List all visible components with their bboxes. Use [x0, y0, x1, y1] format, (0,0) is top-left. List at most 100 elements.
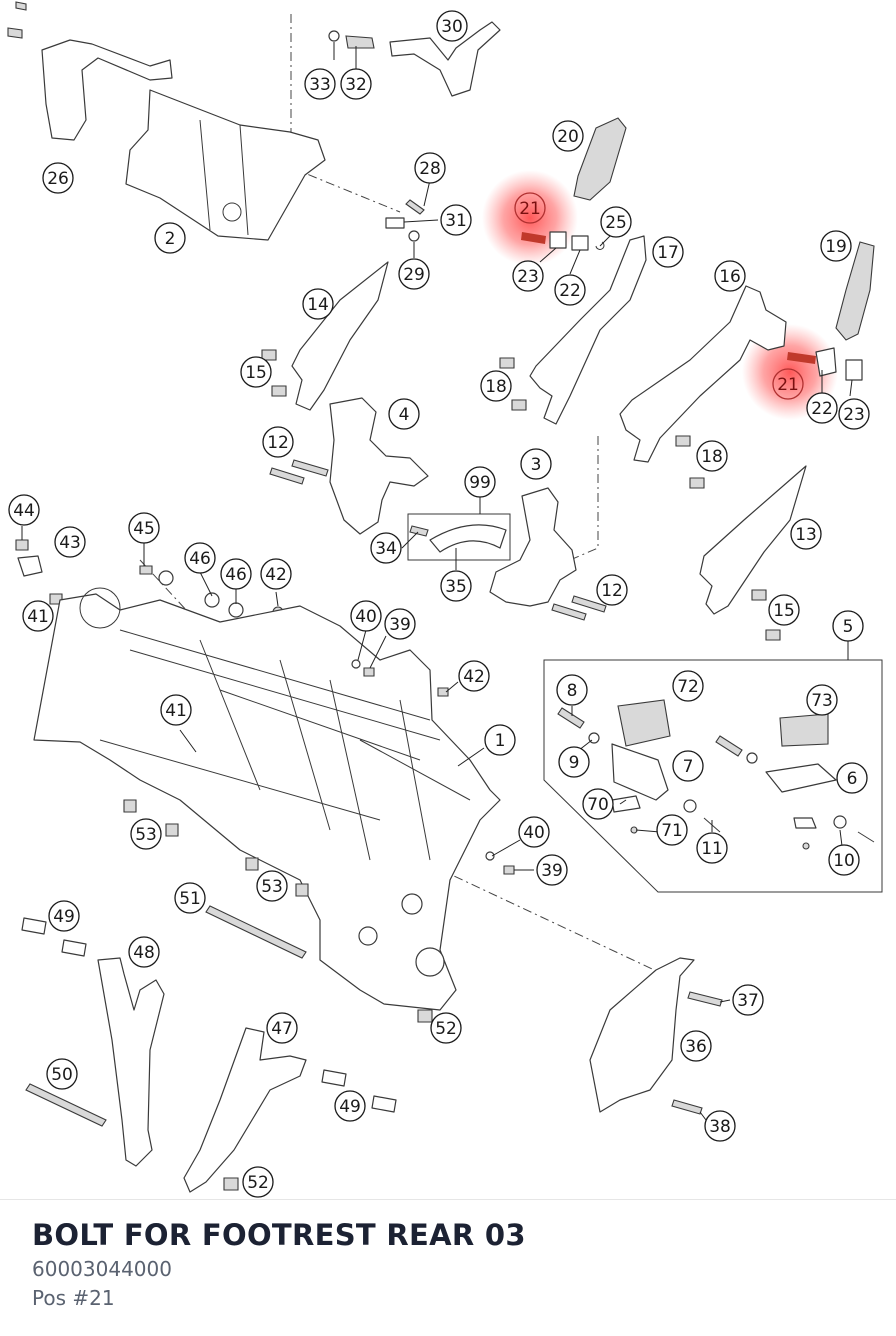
leader-line [635, 829, 661, 833]
callout-33[interactable]: 33 [304, 68, 336, 100]
callout-22[interactable]: 22 [554, 274, 586, 306]
callout-72[interactable]: 72 [672, 670, 704, 702]
callout-23[interactable]: 23 [512, 260, 544, 292]
svg-text:39: 39 [389, 615, 411, 635]
callout-34[interactable]: 34 [370, 532, 402, 564]
callout-32[interactable]: 32 [340, 68, 372, 100]
part-36-cover [589, 957, 695, 1113]
svg-text:40: 40 [355, 607, 377, 627]
part-15-screw [261, 349, 277, 361]
callout-39[interactable]: 39 [536, 854, 568, 886]
callout-3[interactable]: 3 [520, 448, 552, 480]
callout-16[interactable]: 16 [714, 260, 746, 292]
frame-pivot [401, 893, 423, 915]
callout-15[interactable]: 15 [768, 594, 800, 626]
svg-text:18: 18 [701, 447, 723, 467]
callout-8[interactable]: 8 [556, 674, 588, 706]
part-28-screw [405, 199, 425, 215]
callout-49[interactable]: 49 [48, 900, 80, 932]
part-cotter [857, 831, 875, 843]
svg-text:49: 49 [339, 1097, 361, 1117]
svg-text:32: 32 [345, 75, 367, 95]
callout-20[interactable]: 20 [552, 120, 584, 152]
callout-21-highlighted[interactable]: 21 [772, 368, 804, 400]
callout-11[interactable]: 11 [696, 832, 728, 864]
part-52-nut [223, 1177, 239, 1191]
svg-text:23: 23 [517, 267, 539, 287]
callout-37[interactable]: 37 [732, 984, 764, 1016]
callout-31[interactable]: 31 [440, 204, 472, 236]
callout-23[interactable]: 23 [838, 398, 870, 430]
callout-44[interactable]: 44 [8, 494, 40, 526]
callout-29[interactable]: 29 [398, 258, 430, 290]
callout-15[interactable]: 15 [240, 356, 272, 388]
callout-39[interactable]: 39 [384, 608, 416, 640]
callout-5[interactable]: 5 [832, 610, 864, 642]
callout-7[interactable]: 7 [672, 750, 704, 782]
callout-19[interactable]: 19 [820, 230, 852, 262]
callout-47[interactable]: 47 [266, 1012, 298, 1044]
callout-35[interactable]: 35 [440, 570, 472, 602]
callout-48[interactable]: 48 [128, 936, 160, 968]
callout-12[interactable]: 12 [262, 426, 294, 458]
callout-46[interactable]: 46 [184, 542, 216, 574]
callout-42[interactable]: 42 [260, 558, 292, 590]
callout-38[interactable]: 38 [704, 1110, 736, 1142]
callout-25[interactable]: 25 [600, 206, 632, 238]
callout-53[interactable]: 53 [130, 818, 162, 850]
callout-73[interactable]: 73 [806, 684, 838, 716]
part-39-nut [503, 865, 515, 875]
callout-6[interactable]: 6 [836, 762, 868, 794]
callout-53[interactable]: 53 [256, 870, 288, 902]
callout-52[interactable]: 52 [430, 1012, 462, 1044]
leader-line [423, 179, 431, 207]
callout-43[interactable]: 43 [54, 526, 86, 558]
leader-line [539, 247, 557, 263]
callout-28[interactable]: 28 [414, 152, 446, 184]
callout-40[interactable]: 40 [518, 816, 550, 848]
callout-13[interactable]: 13 [790, 518, 822, 550]
callout-18[interactable]: 18 [480, 370, 512, 402]
callout-49[interactable]: 49 [334, 1090, 366, 1122]
callout-70[interactable]: 70 [582, 788, 614, 820]
leader-line [699, 1111, 707, 1121]
callout-4[interactable]: 4 [388, 398, 420, 430]
callout-71[interactable]: 71 [656, 814, 688, 846]
callout-41[interactable]: 41 [22, 600, 54, 632]
callout-12[interactable]: 12 [596, 574, 628, 606]
callout-50[interactable]: 50 [46, 1058, 78, 1090]
callout-1[interactable]: 1 [484, 724, 516, 756]
callout-2[interactable]: 2 [154, 222, 186, 254]
callout-41[interactable]: 41 [160, 694, 192, 726]
svg-text:8: 8 [567, 681, 578, 701]
part-13-heel-guard [699, 465, 807, 615]
callout-10[interactable]: 10 [828, 844, 860, 876]
part-plate [793, 817, 817, 829]
callout-30[interactable]: 30 [436, 10, 468, 42]
svg-text:9: 9 [569, 753, 580, 773]
callout-40[interactable]: 40 [350, 600, 382, 632]
part-34-bolt [409, 525, 429, 537]
callout-14[interactable]: 14 [302, 288, 334, 320]
callout-46[interactable]: 46 [220, 558, 252, 590]
callout-22[interactable]: 22 [806, 392, 838, 424]
callout-51[interactable]: 51 [174, 882, 206, 914]
part-39-nut [363, 667, 375, 677]
callout-52[interactable]: 52 [242, 1166, 274, 1198]
part-12-bolt [269, 467, 305, 485]
part-info-panel: BOLT FOR FOOTREST REAR 03 60003044000 Po… [0, 1199, 896, 1336]
callout-26[interactable]: 26 [42, 162, 74, 194]
callout-17[interactable]: 17 [652, 236, 684, 268]
callout-99[interactable]: 99 [464, 466, 496, 498]
part-washer [683, 799, 697, 813]
part-position: Pos #21 [32, 1286, 115, 1310]
svg-text:46: 46 [189, 549, 211, 569]
svg-text:16: 16 [719, 267, 741, 287]
callout-45[interactable]: 45 [128, 512, 160, 544]
callout-18[interactable]: 18 [696, 440, 728, 472]
leader-line [357, 629, 367, 661]
callout-36[interactable]: 36 [680, 1030, 712, 1062]
callout-21-highlighted[interactable]: 21 [514, 192, 546, 224]
callout-9[interactable]: 9 [558, 746, 590, 778]
callout-42[interactable]: 42 [458, 660, 490, 692]
